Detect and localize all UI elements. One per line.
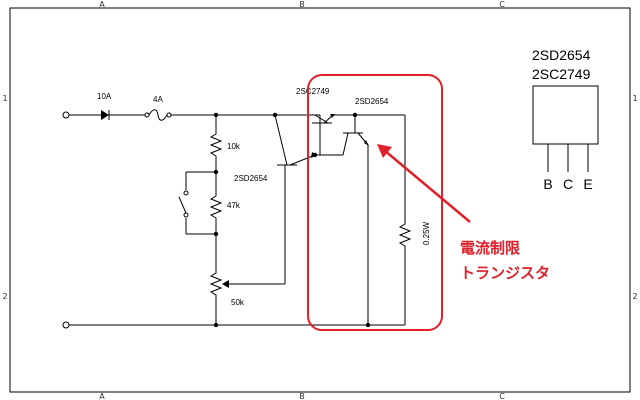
transistor-power-label: 2SD2654 [355,97,389,106]
package-part-label-2: 2SC2749 [532,66,591,82]
pin-label-e: E [583,176,592,192]
row-label-right-1: 1 [632,94,637,103]
pin-label-b: B [543,176,552,192]
sense-resistor-branch [398,115,412,325]
resistor-10k [209,130,223,160]
col-label-top-a: A [99,0,105,9]
annotation-line-1: 電流制限 [460,239,520,257]
col-label-top-c: C [499,0,505,9]
diode-label: 10A [97,92,112,101]
package-part-label-1: 2SD2654 [532,47,591,63]
sense-resistor-label: 0.25W [422,221,431,245]
annotation-line-2: トランジスタ [460,264,550,282]
col-label-bottom-a: A [99,392,105,400]
annotation-arrow [377,144,471,223]
fuse-label: 4A [153,95,163,104]
col-label-bottom-b: B [299,392,305,400]
junction-dots [213,112,371,328]
potentiometer-50k [209,270,285,298]
row-label-right-2: 2 [632,292,637,301]
input-terminal-positive [62,111,70,119]
col-label-bottom-c: C [499,392,505,400]
diode-symbol [101,110,110,120]
switch-symbol [178,190,189,218]
resistor-47k [209,193,223,221]
pin-label-c: C [563,176,573,192]
transistor-driver-label: 2SD2654 [234,174,268,183]
potentiometer-label: 50k [231,298,245,307]
transistor-driver [274,114,317,284]
transistor-power [342,115,369,325]
input-terminal-negative [62,321,70,329]
divider-wires [185,115,217,325]
resistor-10k-label: 10k [227,142,241,151]
row-label-left-2: 2 [2,292,7,301]
highlight-box [307,74,443,331]
transistor-pre-label: 2SC2749 [296,87,330,96]
fuse-symbol [144,109,172,121]
resistor-47k-label: 47k [227,201,241,210]
col-label-top-b: B [299,0,305,9]
transistor-pre [312,114,405,156]
package-outline [532,85,599,172]
drawing-frame [9,7,631,393]
row-label-left-1: 1 [2,94,7,103]
